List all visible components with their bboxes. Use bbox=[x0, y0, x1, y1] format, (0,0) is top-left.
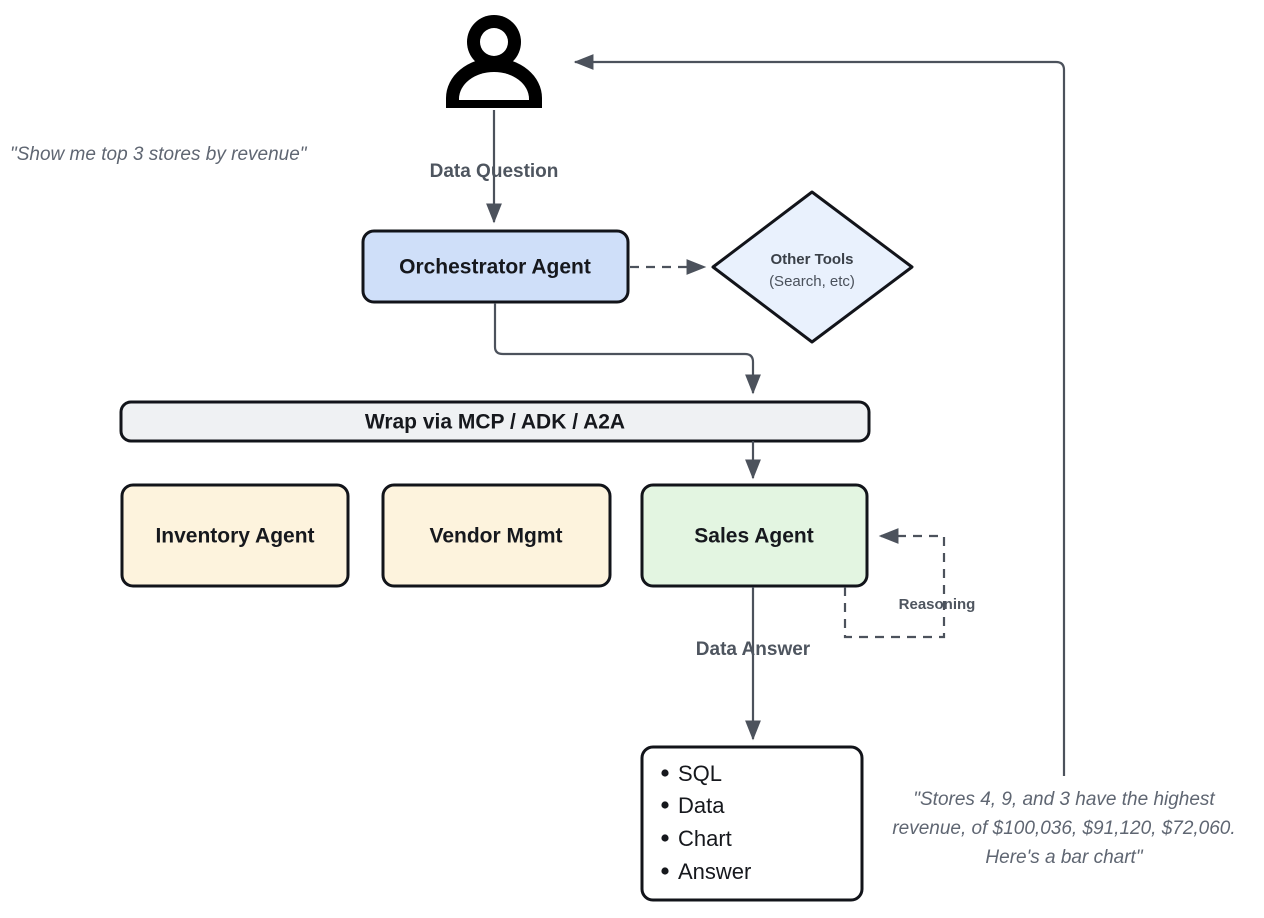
annotation-question-quote: "Show me top 3 stores by revenue" bbox=[10, 144, 308, 165]
annotation-answer-line-1: revenue, of $100,036, $91,120, $72,060. bbox=[892, 818, 1235, 839]
node-wrap-bar-label: Wrap via MCP / ADK / A2A bbox=[365, 411, 625, 434]
output-item-1: Data bbox=[678, 793, 725, 818]
output-item-0: SQL bbox=[678, 761, 722, 786]
node-other-tools-sublabel: (Search, etc) bbox=[769, 273, 855, 290]
node-wrap-bar[interactable]: Wrap via MCP / ADK / A2A bbox=[119, 400, 871, 443]
edge-label-data-answer: Data Answer bbox=[696, 639, 811, 660]
edge-orchestrator-to-wrap bbox=[493, 303, 761, 395]
annotation-answer-line-0: "Stores 4, 9, and 3 have the highest bbox=[913, 789, 1215, 810]
bullet-icon bbox=[661, 769, 669, 777]
node-output-box[interactable]: SQL Data Chart Answer bbox=[640, 745, 864, 902]
bullet-icon bbox=[661, 801, 669, 809]
node-other-tools-label: Other Tools bbox=[770, 251, 853, 268]
node-orchestrator-agent-label: Orchestrator Agent bbox=[399, 256, 591, 279]
node-orchestrator-agent[interactable]: Orchestrator Agent bbox=[361, 229, 630, 304]
edge-label-reasoning: Reasoning bbox=[899, 596, 976, 613]
node-sales-agent-label: Sales Agent bbox=[694, 525, 813, 548]
output-list: SQL Data Chart Answer bbox=[661, 761, 751, 884]
node-inventory-agent-label: Inventory Agent bbox=[155, 525, 314, 548]
node-vendor-mgmt[interactable]: Vendor Mgmt bbox=[381, 483, 612, 588]
output-item-3: Answer bbox=[678, 859, 751, 884]
node-inventory-agent[interactable]: Inventory Agent bbox=[120, 483, 350, 588]
node-vendor-mgmt-label: Vendor Mgmt bbox=[429, 525, 562, 548]
bullet-icon bbox=[661, 867, 669, 875]
output-item-2: Chart bbox=[678, 826, 732, 851]
node-sales-agent[interactable]: Sales Agent bbox=[640, 483, 869, 588]
edge-reasoning-loop bbox=[843, 528, 946, 639]
node-other-tools[interactable]: Other Tools (Search, etc) bbox=[711, 190, 914, 344]
edge-label-data-question: Data Question bbox=[430, 161, 559, 182]
person-icon bbox=[446, 15, 542, 108]
bullet-icon bbox=[661, 834, 669, 842]
annotation-answer-quote: "Stores 4, 9, and 3 have the highest rev… bbox=[892, 789, 1235, 868]
annotation-answer-line-2: Here's a bar chart" bbox=[985, 847, 1143, 868]
edge-answer-to-user bbox=[573, 54, 1066, 776]
